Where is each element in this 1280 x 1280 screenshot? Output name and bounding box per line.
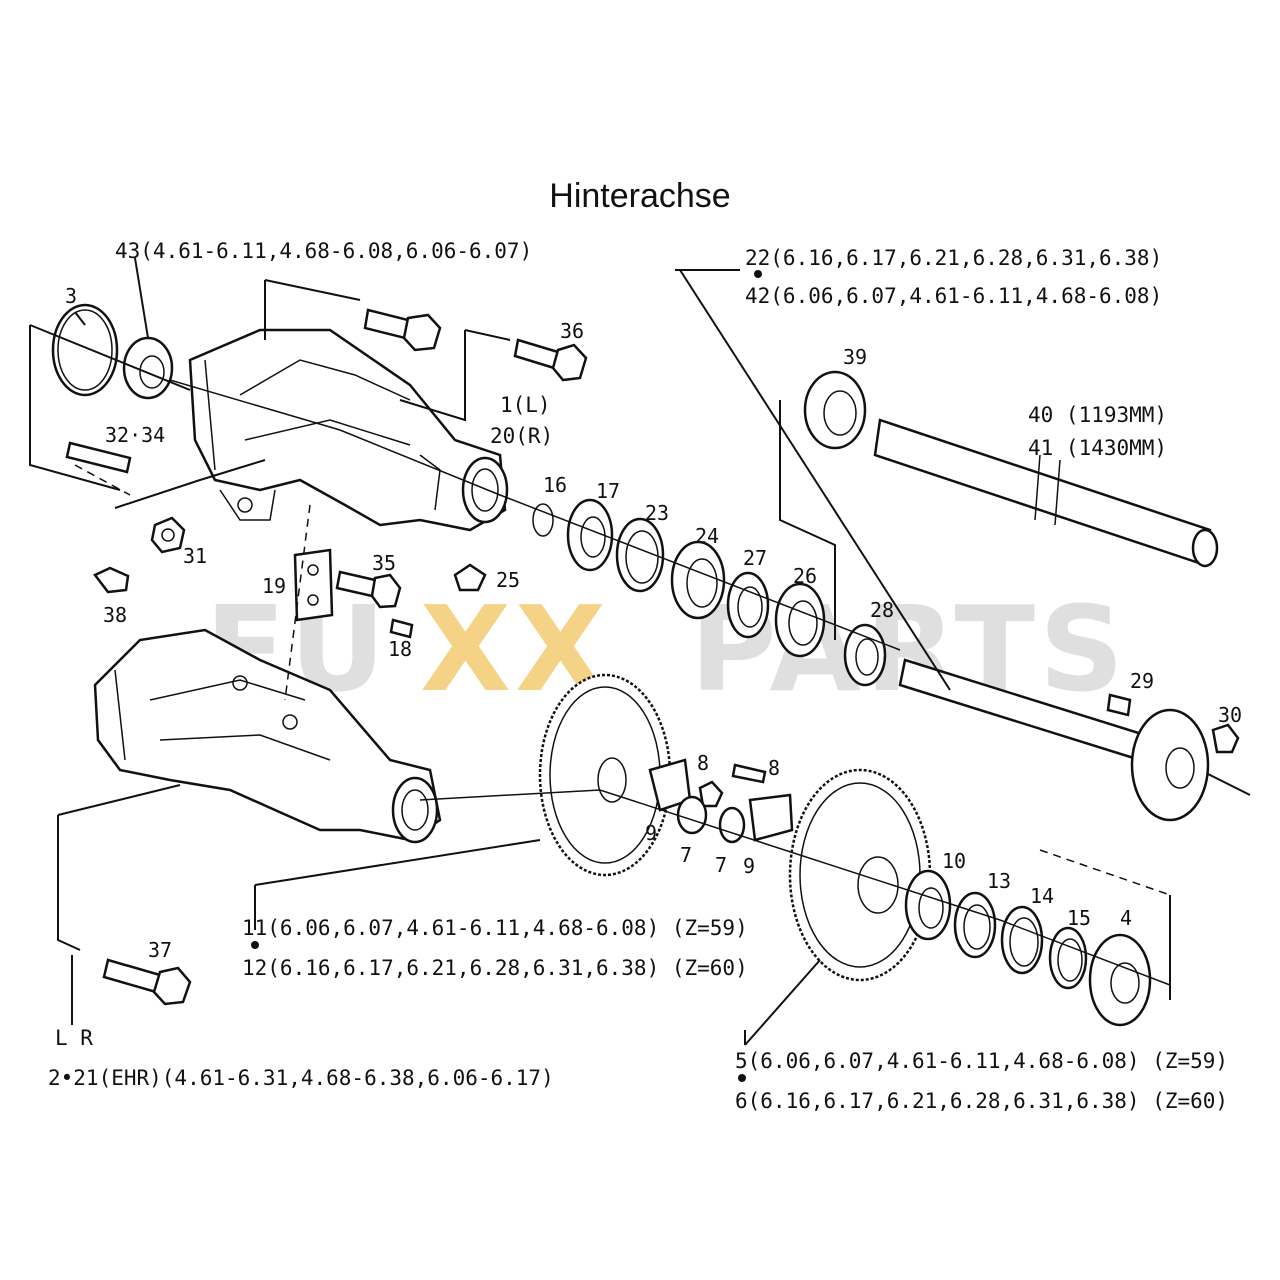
label-12: 12(6.16,6.17,6.21,6.28,6.31,6.38) (Z=60) — [242, 956, 748, 980]
callout-9-right: 9 — [743, 854, 755, 878]
nut-7-right — [718, 806, 746, 844]
callout-4: 4 — [1120, 906, 1132, 930]
callout-numbers: 3 36 32·34 31 38 39 16 17 23 24 27 26 28… — [65, 284, 1242, 962]
fork-9-right — [748, 793, 794, 842]
fitting-25 — [453, 563, 487, 592]
callout-29: 29 — [1130, 669, 1154, 693]
callout-23: 23 — [645, 501, 669, 525]
clip-38 — [93, 566, 130, 594]
callout-36: 36 — [560, 319, 584, 343]
callout-35: 35 — [372, 551, 396, 575]
callout-16: 16 — [543, 473, 567, 497]
leader-lines — [29, 257, 1171, 1046]
callout-39: 39 — [843, 345, 867, 369]
nut-7-left — [676, 795, 708, 835]
callout-28: 28 — [870, 598, 894, 622]
callout-14: 14 — [1030, 884, 1054, 908]
lower-axle-shaft — [898, 658, 1251, 822]
label-5: 5(6.06,6.07,4.61-6.11,4.68-6.08) (Z=59) — [735, 1049, 1228, 1073]
callout-24: 24 — [695, 524, 719, 548]
callout-25: 25 — [496, 568, 520, 592]
callout-27: 27 — [743, 546, 767, 570]
bolt-29 — [1106, 693, 1132, 717]
callout-37: 37 — [148, 938, 172, 962]
callout-26: 26 — [793, 564, 817, 588]
bearing-stack — [532, 498, 887, 687]
label-l-r: L R — [55, 1026, 93, 1050]
label-6: 6(6.16,6.17,6.21,6.28,6.31,6.38) (Z=60) — [735, 1089, 1228, 1113]
bolt-8-right — [731, 763, 767, 784]
label-1-left: 1(L) — [500, 393, 551, 417]
variant-labels: 43(4.61-6.11,4.68-6.08,6.06-6.07) 22(6.1… — [48, 239, 1228, 1113]
callout-18: 18 — [388, 637, 412, 661]
axle-housing-lower — [93, 628, 442, 844]
callout-17: 17 — [596, 479, 620, 503]
callout-32-34: 32·34 — [105, 423, 165, 447]
pin-18 — [389, 618, 414, 639]
bolt-upper — [363, 308, 442, 352]
axle-housing-upper — [188, 328, 509, 532]
callout-15: 15 — [1067, 906, 1091, 930]
callout-19: 19 — [262, 574, 286, 598]
label-20-right: 20(R) — [490, 424, 553, 448]
callout-10: 10 — [942, 849, 966, 873]
label-42: 42(6.06,6.07,4.61-6.11,4.68-6.08) — [745, 284, 1162, 308]
stud-32-34 — [65, 441, 132, 474]
callout-7-right: 7 — [715, 853, 727, 877]
callout-8-right: 8 — [768, 756, 780, 780]
bolt-35 — [335, 570, 402, 609]
label-40: 40 (1193MM) — [1028, 403, 1167, 427]
seal-43 — [122, 336, 174, 400]
variant-dot — [738, 1074, 746, 1082]
bolt-36 — [513, 338, 588, 382]
label-11: 11(6.06,6.07,4.61-6.11,4.68-6.08) (Z=59) — [242, 916, 748, 940]
o-ring-3 — [51, 303, 119, 397]
upper-axle-shaft — [803, 370, 1219, 568]
page-title: Hinterachse — [549, 177, 730, 215]
bolt-37 — [102, 958, 192, 1006]
callout-7-left: 7 — [680, 843, 692, 867]
bearing-stack-lower — [904, 869, 1152, 1027]
bracket-19 — [293, 548, 334, 622]
callout-38: 38 — [103, 603, 127, 627]
label-41: 41 (1430MM) — [1028, 436, 1167, 460]
label-2-21: 2•21(EHR)(4.61-6.31,4.68-6.38,6.06-6.17) — [48, 1066, 554, 1090]
label-43: 43(4.61-6.11,4.68-6.08,6.06-6.07) — [115, 239, 532, 263]
callout-3: 3 — [65, 284, 77, 308]
label-22: 22(6.16,6.17,6.21,6.28,6.31,6.38) — [745, 246, 1162, 270]
callout-31: 31 — [183, 544, 207, 568]
nut-30 — [1211, 723, 1240, 754]
variant-dot — [251, 941, 259, 949]
callout-8-left: 8 — [697, 751, 709, 775]
callout-9-left: 9 — [645, 821, 657, 845]
variant-dot — [754, 270, 762, 278]
callout-30: 30 — [1218, 703, 1242, 727]
nut-31 — [150, 516, 186, 554]
callout-13: 13 — [987, 869, 1011, 893]
